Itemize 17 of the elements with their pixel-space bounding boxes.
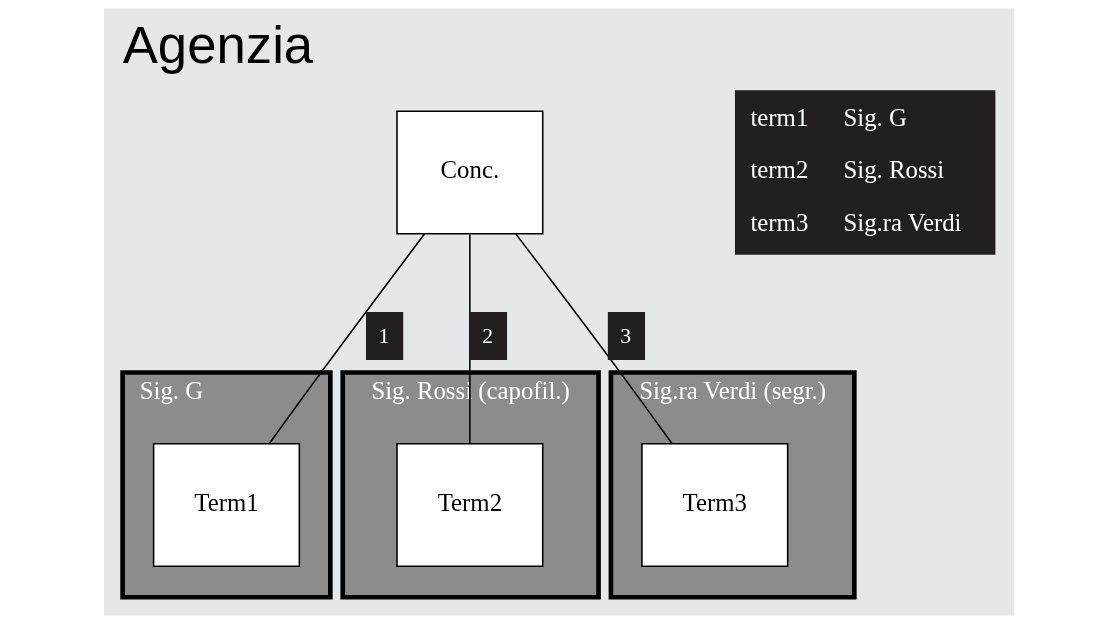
label: term3 — [749, 209, 808, 237]
node-box: Conc. — [395, 110, 543, 235]
label: Sig. G — [842, 103, 907, 131]
node-box: Term3 — [640, 443, 788, 567]
node-box: Term2 — [395, 443, 543, 567]
label: Sig.ra Verdi — [842, 209, 961, 237]
label: term2 — [749, 156, 808, 184]
node-box: Term1 — [152, 443, 300, 567]
connector — [268, 232, 425, 445]
edge-label: 1 — [377, 323, 389, 348]
connector — [468, 233, 471, 445]
connector — [514, 233, 673, 444]
edge-label: 3 — [619, 323, 631, 348]
diagram-title: Agenzia — [122, 14, 313, 74]
label: term1 — [749, 103, 808, 131]
label: Sig. Rossi — [842, 156, 944, 184]
edge-label: 2 — [481, 323, 493, 348]
